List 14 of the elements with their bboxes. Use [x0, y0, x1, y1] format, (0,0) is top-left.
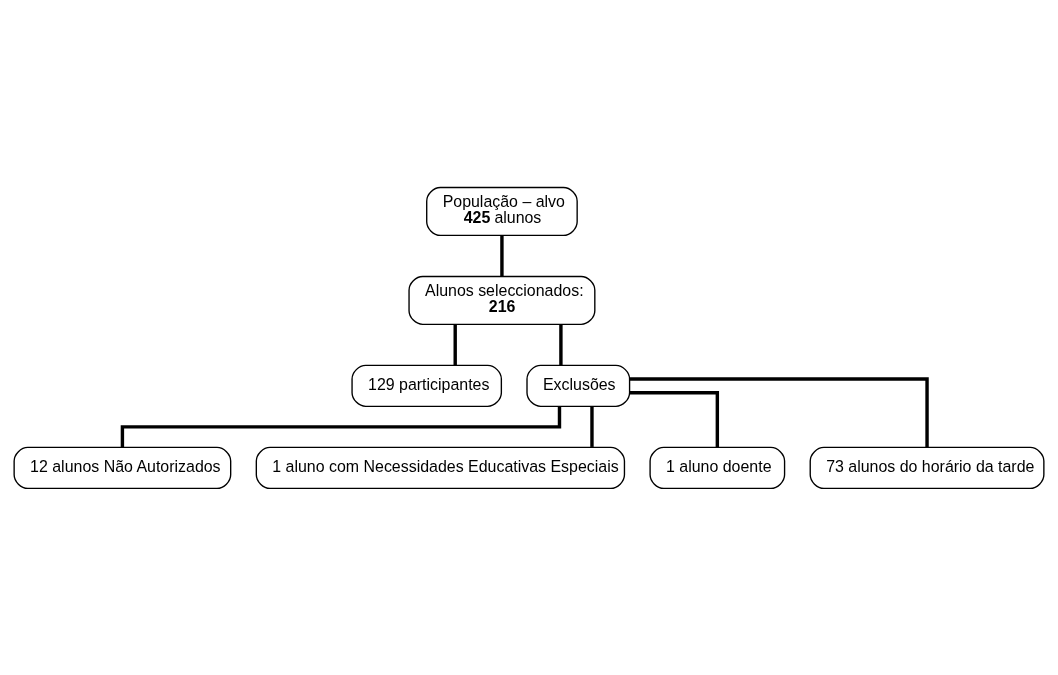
node-box: Exclusões: [526, 364, 631, 407]
connector: [629, 376, 929, 447]
node-box: População – alvo 425 alunos: [426, 186, 578, 236]
node-box: 1 aluno com Necessidades Educativas Especiais: [255, 446, 626, 489]
connector: [453, 324, 457, 365]
node-box: 1 aluno doente: [649, 446, 786, 489]
connector: [559, 324, 563, 365]
node-box: 73 alunos do horário da tarde: [809, 446, 1045, 489]
node-box: 12 alunos Não Autorizados: [13, 446, 232, 489]
node-box: Alunos seleccionados: 216: [408, 275, 596, 325]
connector: [500, 235, 504, 276]
connector: [629, 390, 720, 447]
connector: [590, 406, 594, 447]
node-box: 129 participantes: [351, 364, 503, 407]
